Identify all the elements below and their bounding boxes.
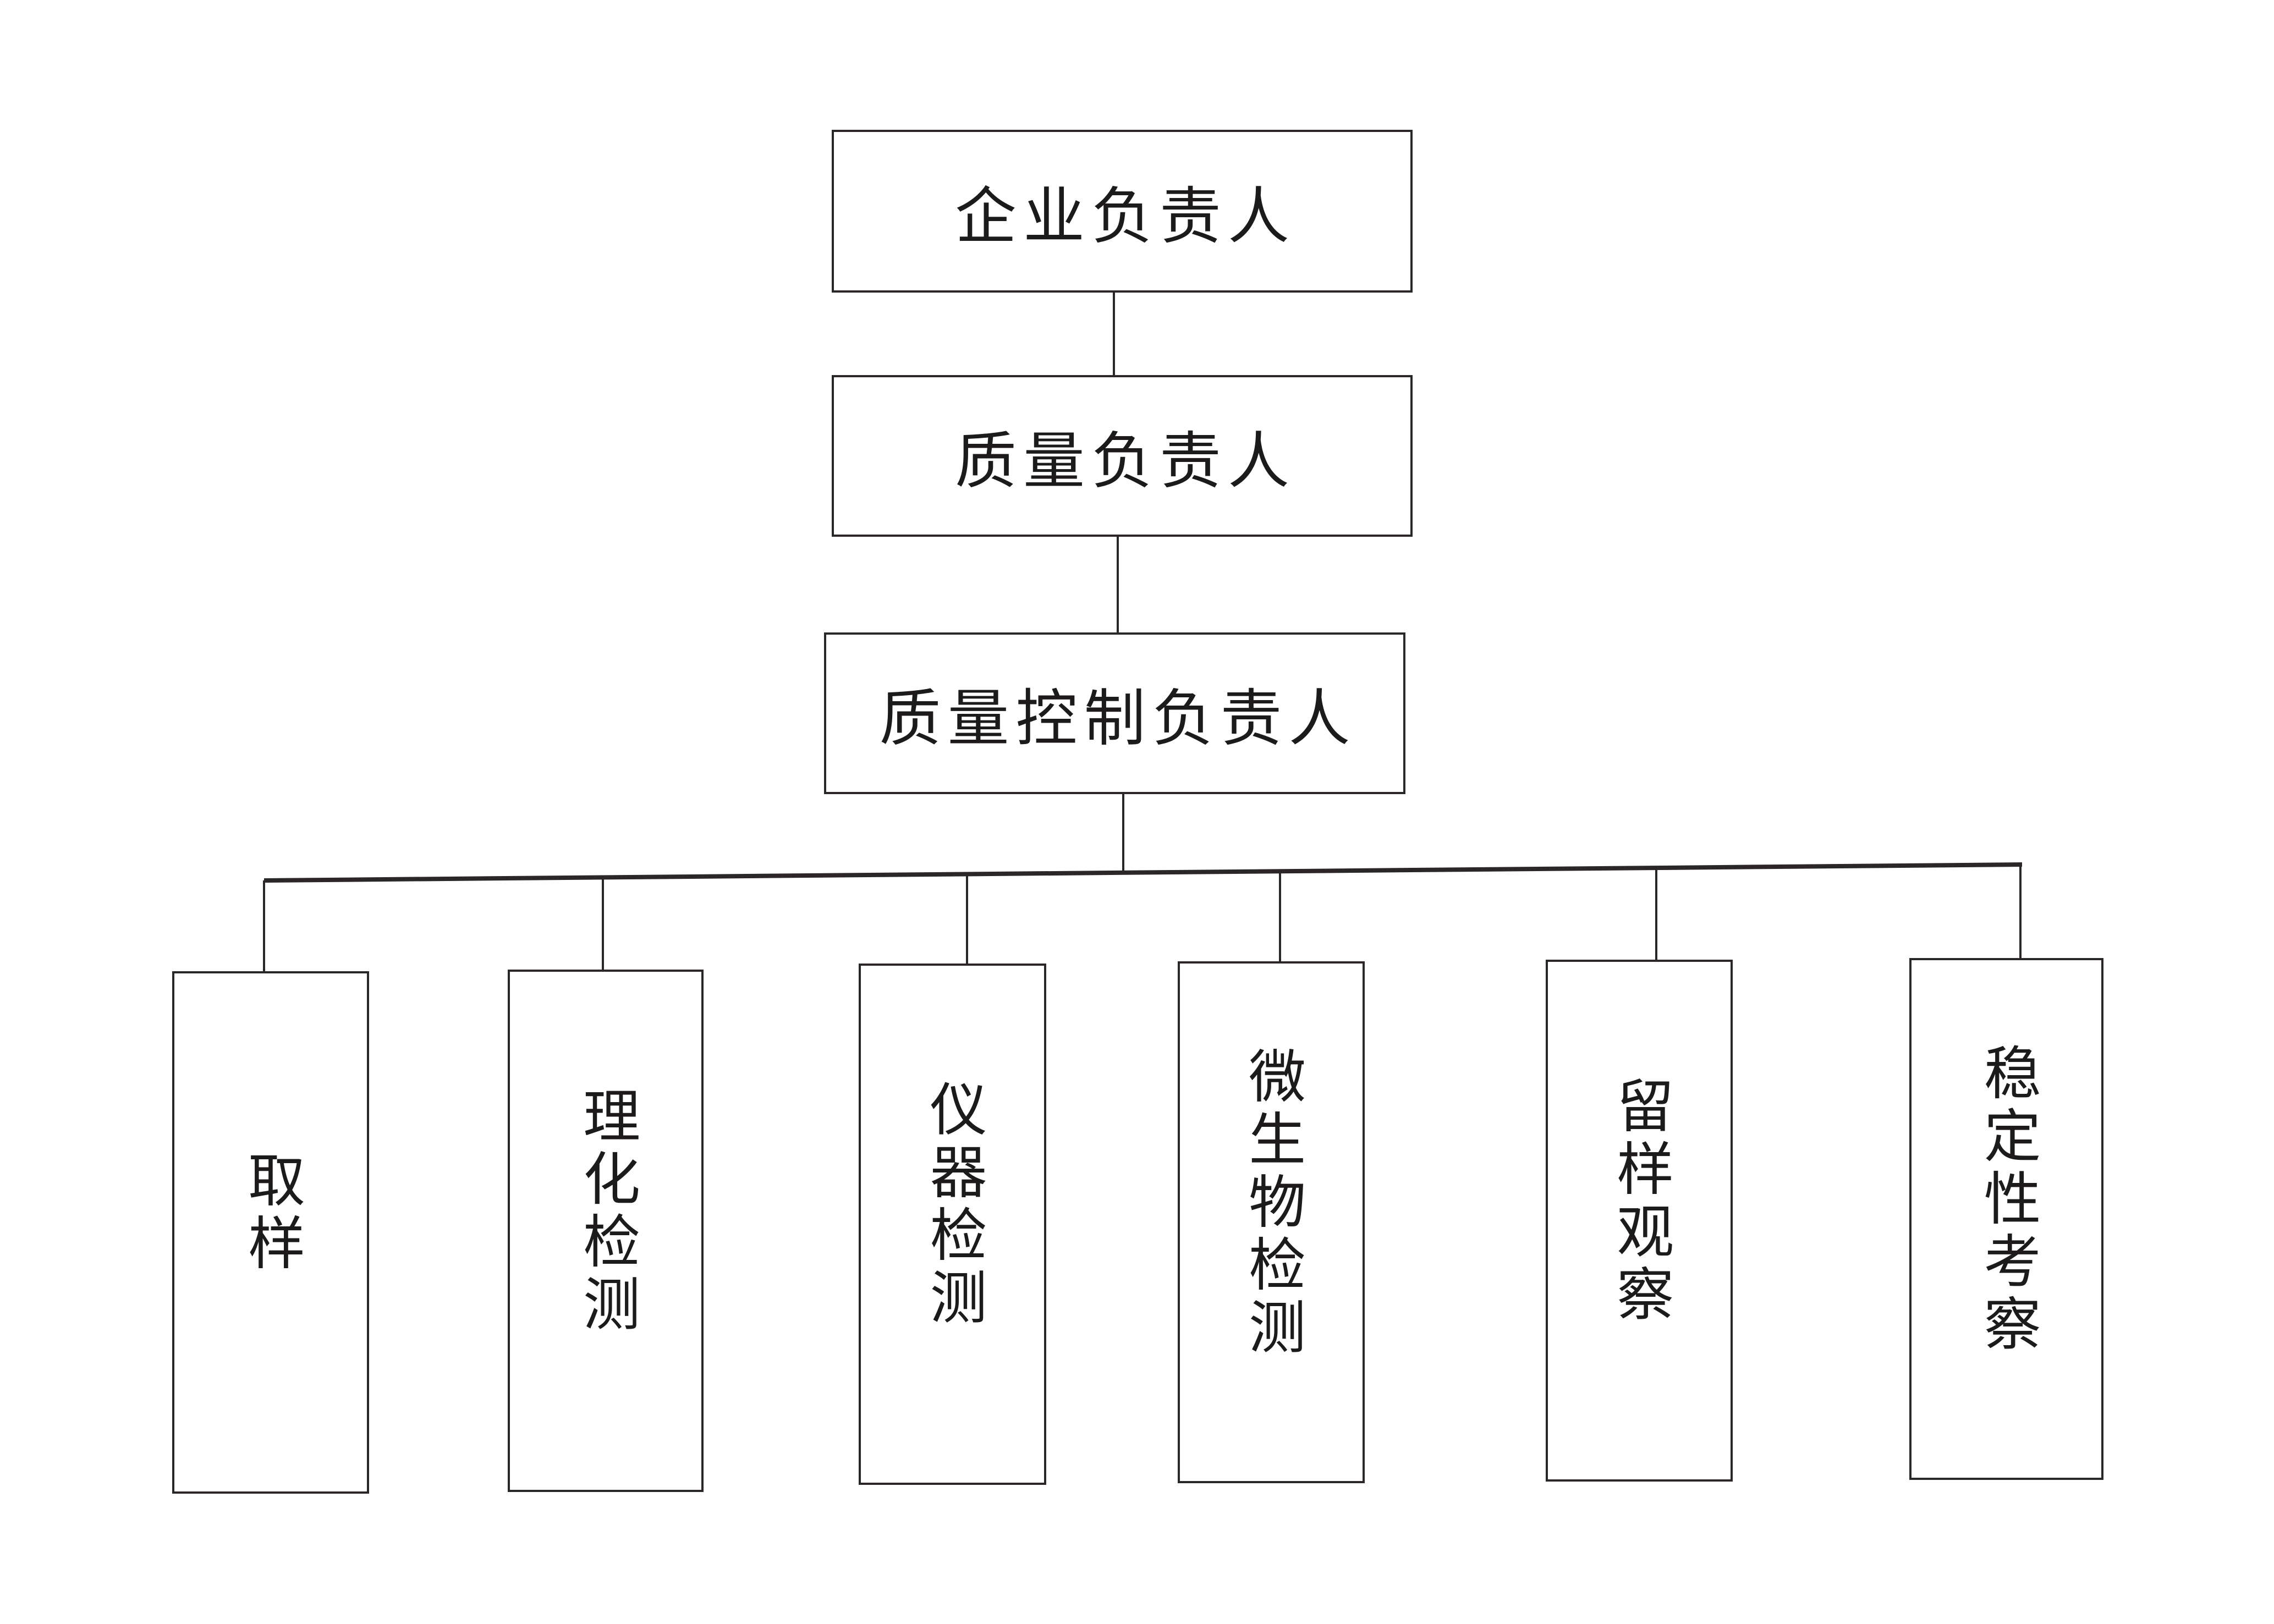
org-box-stability: 稳定性考察 — [1909, 958, 2103, 1480]
org-box-quality-label: 质量负责人 — [955, 428, 1296, 496]
org-box-qc-label: 质量控制负责人 — [879, 685, 1357, 753]
org-box-sampling: 取样 — [172, 971, 369, 1494]
org-box-sampling-label: 取样 — [239, 1150, 303, 1276]
org-box-retained: 留样观察 — [1546, 960, 1733, 1482]
org-box-quality: 质量负责人 — [832, 375, 1413, 537]
org-box-micro-label: 微生物检测 — [1239, 1046, 1303, 1360]
connector-trunk — [263, 862, 2023, 883]
org-box-stability-label: 稳定性考察 — [1975, 1043, 2039, 1357]
org-box-physchem: 理化检测 — [508, 970, 704, 1492]
org-box-qc: 质量控制负责人 — [824, 632, 1405, 794]
org-box-physchem-label: 理化检测 — [574, 1086, 638, 1337]
org-box-retained-label: 留样观察 — [1607, 1076, 1671, 1327]
org-box-micro: 微生物检测 — [1178, 961, 1365, 1483]
org-box-ceo: 企业负责人 — [832, 130, 1413, 293]
org-box-ceo-label: 企业负责人 — [955, 183, 1296, 251]
org-box-instrument: 仪器检测 — [859, 964, 1046, 1485]
org-box-instrument-label: 仪器检测 — [921, 1080, 985, 1330]
